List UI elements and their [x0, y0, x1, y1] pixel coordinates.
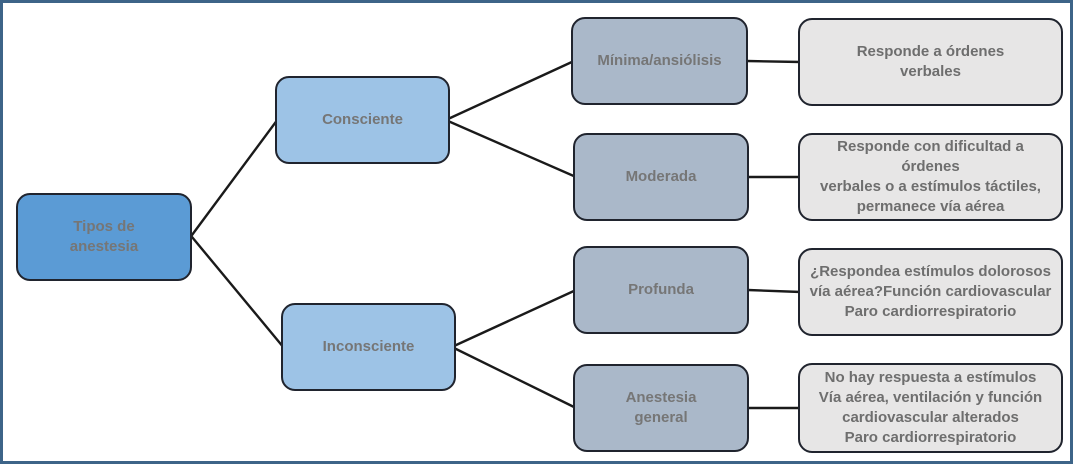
- edge-minima-desc: [745, 59, 803, 64]
- description-minima: Responde a órdenes verbales: [798, 18, 1063, 106]
- edge-inconsciente-profunda: [452, 288, 578, 348]
- edge-inconsciente-general: [452, 346, 578, 410]
- description-moderada: Responde con dificultad a órdenes verbal…: [798, 133, 1063, 221]
- node-anestesia-general: Anestesia general: [573, 364, 749, 452]
- description-anestesia-general: No hay respuesta a estímulos Vía aérea, …: [798, 363, 1063, 453]
- edge-root-consciente: [190, 117, 280, 237]
- node-tipos-de-anestesia: Tipos de anestesia: [16, 193, 192, 281]
- node-moderada: Moderada: [573, 133, 749, 221]
- edge-root-inconsciente: [190, 235, 286, 350]
- connector-lines: [190, 59, 803, 410]
- node-consciente: Consciente: [275, 76, 450, 164]
- edge-profunda-desc: [746, 288, 803, 294]
- edge-consciente-moderada: [446, 119, 578, 179]
- node-minima-ansiolisis: Mínima/ansiólisis: [571, 17, 748, 105]
- edge-consciente-minima: [446, 59, 576, 121]
- description-profunda: ¿Respondea estímulos dolorosos vía aérea…: [798, 248, 1063, 336]
- node-profunda: Profunda: [573, 246, 749, 334]
- node-inconsciente: Inconsciente: [281, 303, 456, 391]
